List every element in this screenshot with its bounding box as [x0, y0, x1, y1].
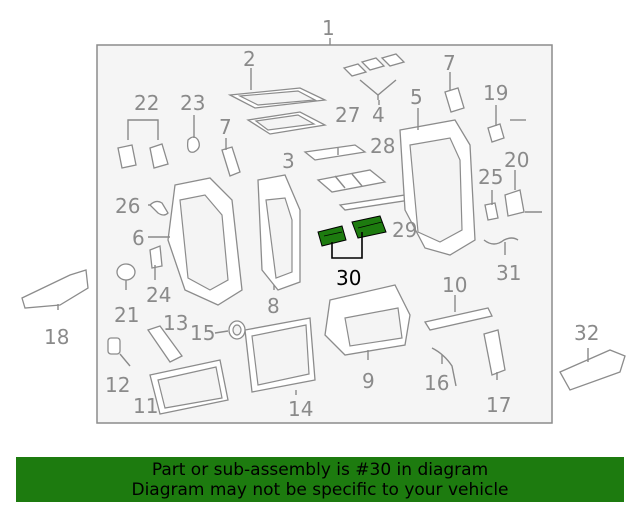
part-3[interactable]: [303, 144, 367, 161]
label-6[interactable]: 6: [132, 226, 145, 250]
label-11[interactable]: 11: [133, 394, 158, 418]
part-32[interactable]: [559, 349, 626, 391]
part-28[interactable]: [316, 169, 387, 193]
label-27[interactable]: 27: [335, 103, 360, 127]
part-14[interactable]: [244, 317, 316, 393]
part-26[interactable]: [149, 200, 169, 216]
part-20[interactable]: [504, 189, 542, 217]
label-8[interactable]: 8: [267, 294, 280, 318]
part-6[interactable]: [167, 177, 243, 306]
label-23[interactable]: 23: [180, 91, 205, 115]
label-28[interactable]: 28: [370, 134, 395, 158]
label-24[interactable]: 24: [146, 283, 171, 307]
label-26[interactable]: 26: [115, 194, 140, 218]
part-12[interactable]: [107, 337, 121, 355]
label-15[interactable]: 15: [190, 321, 215, 345]
part-30[interactable]: [317, 215, 387, 247]
part-8[interactable]: [257, 174, 301, 291]
label-2[interactable]: 2: [243, 47, 256, 71]
label-17[interactable]: 17: [486, 393, 511, 417]
part-22[interactable]: [117, 143, 169, 169]
part-25[interactable]: [484, 202, 499, 221]
label-18[interactable]: 18: [44, 325, 69, 349]
label-21[interactable]: 21: [114, 303, 139, 327]
part-17[interactable]: [483, 329, 506, 376]
label-13[interactable]: 13: [163, 311, 188, 335]
label-20[interactable]: 20: [504, 148, 529, 172]
label-29[interactable]: 29: [392, 218, 417, 242]
label-1[interactable]: 1: [322, 16, 335, 40]
part-15[interactable]: [228, 320, 246, 340]
label-4[interactable]: 4: [372, 103, 385, 127]
part-10[interactable]: [423, 307, 493, 331]
part-5[interactable]: [399, 119, 476, 256]
banner-line-1: Part or sub-assembly is #30 in diagram: [151, 460, 489, 480]
label-7-right[interactable]: 7: [443, 51, 456, 75]
part-18[interactable]: [21, 269, 89, 309]
label-32[interactable]: 32: [574, 321, 599, 345]
part-13[interactable]: [146, 325, 183, 363]
part-9[interactable]: [324, 284, 411, 356]
part-11[interactable]: [149, 359, 229, 415]
part-4[interactable]: [342, 53, 406, 77]
part-31[interactable]: [483, 237, 519, 245]
label-16[interactable]: 16: [424, 371, 449, 395]
label-19[interactable]: 19: [483, 81, 508, 105]
label-22[interactable]: 22: [134, 91, 159, 115]
part-24[interactable]: [149, 245, 163, 269]
part-23[interactable]: [186, 136, 200, 153]
part-16[interactable]: [431, 347, 457, 387]
parts-diagram: 1: [21, 16, 626, 424]
label-7-left[interactable]: 7: [219, 115, 232, 139]
label-3[interactable]: 3: [282, 149, 295, 173]
label-5[interactable]: 5: [410, 85, 423, 109]
label-31[interactable]: 31: [496, 261, 521, 285]
label-9[interactable]: 9: [362, 369, 375, 393]
info-banner: Part or sub-assembly is #30 in diagram D…: [16, 457, 624, 502]
label-14[interactable]: 14: [288, 397, 313, 421]
label-12[interactable]: 12: [105, 373, 130, 397]
label-25[interactable]: 25: [478, 165, 503, 189]
part-7-right[interactable]: [444, 87, 465, 113]
label-10[interactable]: 10: [442, 273, 467, 297]
label-30[interactable]: 30: [336, 266, 361, 290]
part-2[interactable]: [227, 87, 328, 109]
part-21[interactable]: [116, 263, 136, 281]
part-7-left[interactable]: [221, 146, 241, 177]
part-27[interactable]: [246, 111, 328, 135]
banner-line-2: Diagram may not be specific to your vehi…: [131, 480, 509, 500]
